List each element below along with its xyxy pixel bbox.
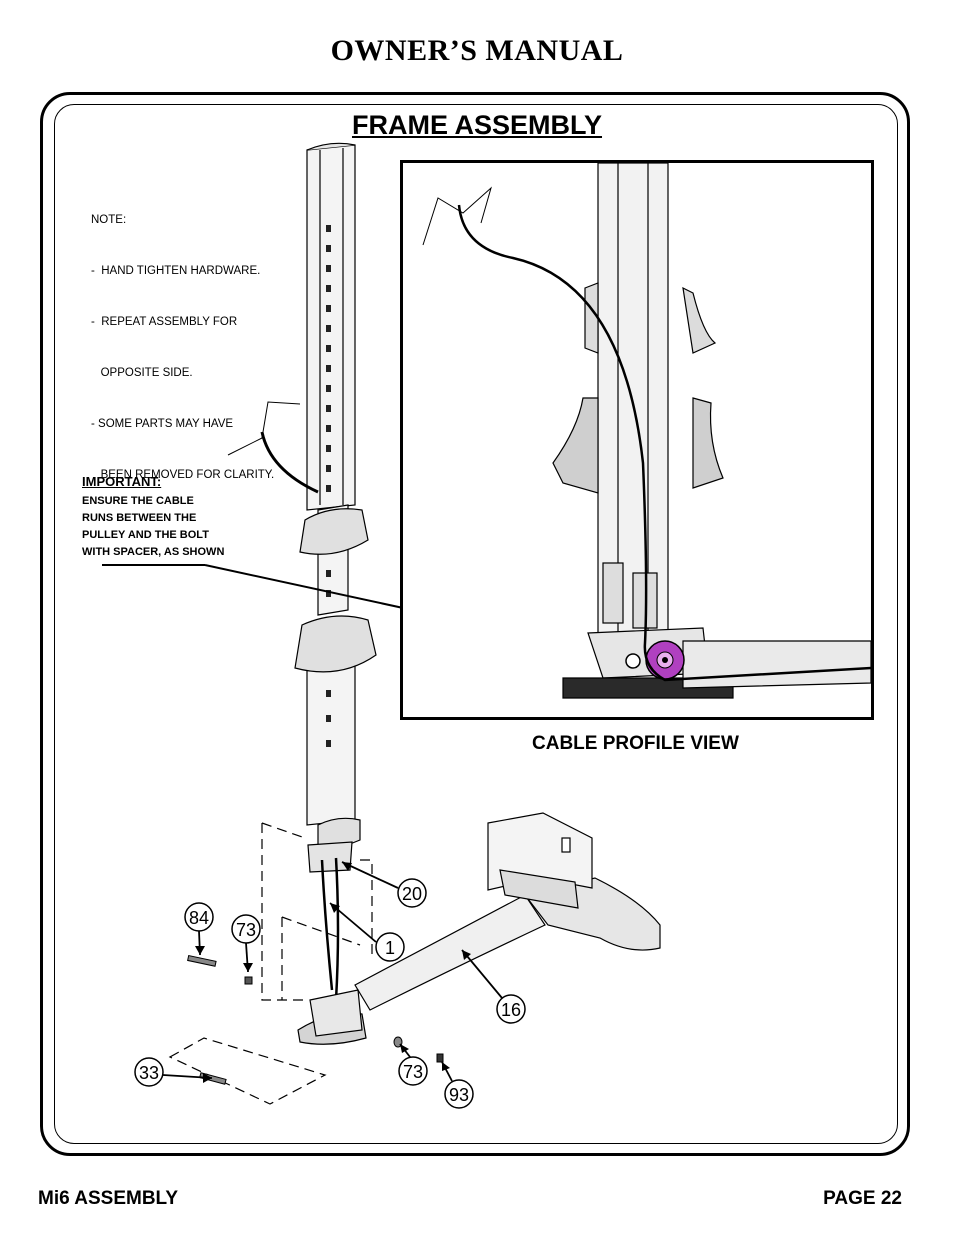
- footer-section: Mi6 ASSEMBLY: [38, 1188, 179, 1209]
- callout-20: 20: [402, 884, 422, 904]
- note-line: - HAND TIGHTEN HARDWARE.: [91, 265, 261, 277]
- detail-drawing: [422, 163, 871, 699]
- column-slots: [326, 225, 331, 747]
- note-line: OPPOSITE SIDE.: [91, 367, 193, 379]
- callout-33: 33: [139, 1063, 159, 1083]
- callout-1: 1: [385, 938, 395, 958]
- note-line: NOTE:: [91, 214, 127, 226]
- callout-84: 84: [189, 908, 209, 928]
- detail-caption: CABLE PROFILE VIEW: [532, 733, 739, 754]
- important-line: RUNS BETWEEN THE: [82, 512, 197, 524]
- note-line: - SOME PARTS MAY HAVE: [91, 418, 234, 430]
- callout-16-circle: [496, 994, 526, 1024]
- callout-73b-circle: [398, 1056, 428, 1086]
- carriage-collars: [294, 508, 377, 848]
- important-line: WITH SPACER, AS SHOWN: [82, 546, 225, 558]
- detail-break-mark: [422, 186, 492, 246]
- callout-73b: 73: [403, 1062, 423, 1082]
- important-line: PULLEY AND THE BOLT: [82, 529, 209, 541]
- callout-73a: 73: [236, 920, 256, 940]
- callout-1-circle: [375, 932, 405, 962]
- cable-bracket: [307, 841, 353, 873]
- cable-upper: [260, 431, 319, 494]
- callout-93: 93: [449, 1085, 469, 1105]
- important-line: ENSURE THE CABLE: [82, 495, 194, 507]
- detail-cable: [457, 204, 871, 682]
- note-line: - REPEAT ASSEMBLY FOR: [91, 316, 238, 328]
- callout-16: 16: [501, 1000, 521, 1020]
- cable-lower: [320, 857, 340, 1001]
- assembly-guide-lines: [168, 822, 373, 1105]
- section-title: FRAME ASSEMBLY: [351, 110, 603, 140]
- note-line: BEEN REMOVED FOR CLARITY.: [91, 469, 275, 481]
- important-title: IMPORTANT:: [82, 474, 162, 489]
- inner-frame: [54, 104, 898, 1144]
- cable-profile-detail: [400, 160, 874, 720]
- manual-title: OWNER’S MANUAL: [330, 34, 624, 67]
- outer-frame: [40, 92, 910, 1156]
- callout-20-circle: [397, 878, 427, 908]
- mount-plate: [487, 812, 593, 909]
- assembly-note: NOTE: - HAND TIGHTEN HARDWARE. - REPEAT …: [91, 178, 274, 501]
- callout-33-circle: [134, 1057, 164, 1087]
- important-text: ENSURE THE CABLE RUNS BETWEEN THE PULLEY…: [82, 493, 282, 561]
- footer-page-number: PAGE 22: [823, 1188, 902, 1209]
- cable-break-mark: [227, 401, 301, 456]
- callout-93-circle: [444, 1079, 474, 1109]
